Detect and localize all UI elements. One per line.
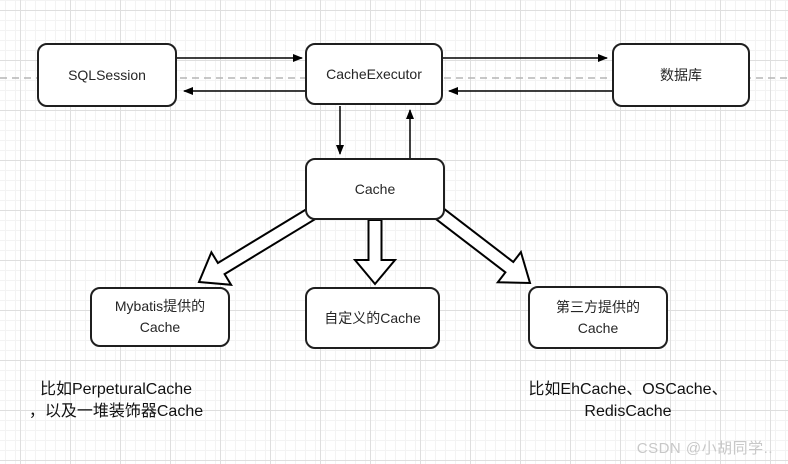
block-arrow-cache-to-mybatis-cache	[197, 207, 316, 286]
csdn-watermark: CSDN @小胡同学..	[636, 440, 773, 457]
note-mybatis-cache-examples: 比如PerpeturalCache ，以及一堆装饰器Cache	[28, 381, 204, 420]
node-custom-cache: 自定义的Cache	[305, 287, 440, 349]
node-sqlsession-label: SQLSession	[68, 66, 146, 83]
node-thirdparty-cache-label: 第三方提供的 Cache	[556, 298, 640, 336]
node-cache-executor-label: CacheExecutor	[326, 65, 422, 82]
node-mybatis-cache-label: Mybatis提供的 Cache	[114, 298, 206, 335]
node-cache: Cache	[305, 158, 445, 220]
node-database: 数据库	[612, 43, 750, 107]
node-mybatis-cache: Mybatis提供的 Cache	[90, 287, 230, 347]
note-thirdparty-cache-examples: 比如EhCache、OSCache、 RedisCache	[528, 381, 728, 420]
node-thirdparty-cache: 第三方提供的 Cache	[528, 286, 668, 349]
node-cache-executor: CacheExecutor	[305, 43, 443, 105]
block-arrow-cache-to-thirdparty-cache	[434, 207, 532, 285]
node-sqlsession: SQLSession	[37, 43, 177, 107]
node-database-label: 数据库	[660, 66, 702, 83]
node-custom-cache-label: 自定义的Cache	[324, 309, 421, 326]
block-arrow-cache-to-custom-cache	[352, 219, 398, 286]
node-cache-label: Cache	[354, 180, 396, 197]
